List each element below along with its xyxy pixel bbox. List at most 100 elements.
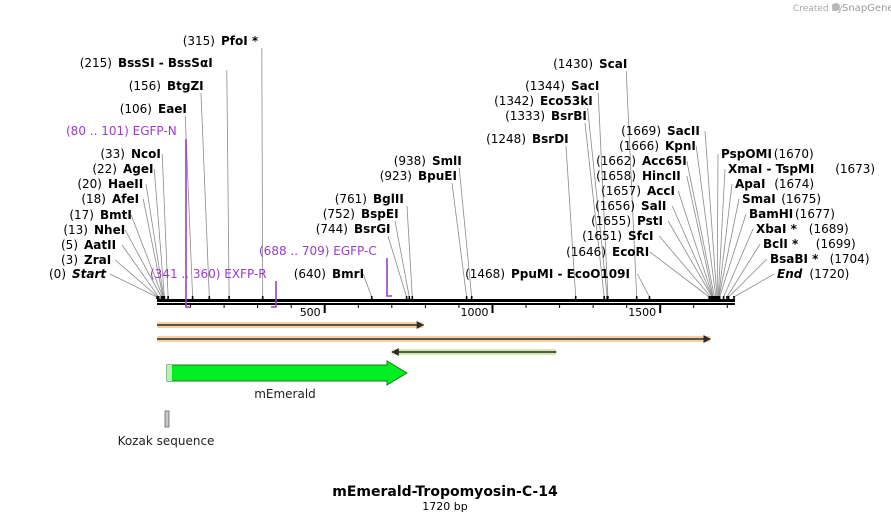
site-position: (752) (323, 207, 355, 221)
site-xbai[interactable]: XbaI *(1689) (756, 222, 849, 236)
cut-site-mark (710, 296, 712, 299)
site-sfci[interactable]: SfcI(1651) (582, 229, 653, 243)
site-name: HaeII (108, 177, 143, 191)
site-bcli[interactable]: BclI *(1699) (763, 237, 856, 251)
leader-line (458, 167, 473, 298)
site-position: (1344) (525, 79, 565, 93)
site-name: Start (72, 267, 107, 281)
leader-line (677, 190, 714, 298)
site-pspomi[interactable]: PspOMI(1670) (721, 147, 814, 161)
site-kpni[interactable]: KpnI (1666) (619, 139, 696, 153)
leader-line (671, 205, 713, 298)
site-haeii[interactable]: HaeII(20) (77, 177, 143, 191)
site-bsssi-bsss-i[interactable]: BssSI - BssSαI(215) (80, 56, 213, 70)
site-name: BsaBI * (770, 252, 819, 266)
site-nhei[interactable]: NheI(13) (63, 223, 125, 237)
leader-line (733, 273, 775, 298)
leader-line (584, 122, 605, 298)
site-acc65i[interactable]: Acc65I(1662) (596, 154, 687, 168)
site-bsrbi[interactable]: BsrBI(1333) (505, 109, 587, 123)
cut-site-mark (713, 296, 716, 299)
leader-line (717, 168, 726, 298)
site-bmri[interactable]: BmrI(640) (294, 267, 364, 281)
site-xmai-tspmi[interactable]: XmaI - TspMI(1673) (728, 162, 875, 176)
site-bspei[interactable]: BspEI(752) (323, 207, 399, 221)
site-position: (3) (61, 253, 78, 267)
site-sacii[interactable]: SacII(1669) (621, 124, 700, 138)
primer-label: (688 .. 709) EGFP-C (259, 244, 377, 258)
site-aatii[interactable]: AatII(5) (61, 238, 116, 252)
site-ncoi[interactable]: NcoI(33) (100, 147, 161, 161)
cut-site-mark (228, 296, 230, 299)
feature-kozak-sequence[interactable]: Kozak sequence (118, 410, 215, 448)
site-name: ApaI (735, 177, 765, 191)
site-name: AatII (84, 238, 116, 252)
site-bsrdi[interactable]: BsrDI(1248) (486, 132, 569, 146)
site-bpuei[interactable]: BpuEI(923) (380, 169, 457, 183)
site-position: (1430) (553, 57, 593, 71)
site-eco53ki[interactable]: Eco53kI(1342) (494, 94, 593, 108)
primer-egfp-n[interactable]: (80 .. 101) EGFP-N (66, 124, 191, 308)
leader-line (723, 228, 754, 298)
site-scai[interactable]: ScaI(1430) (553, 57, 627, 71)
site-psti[interactable]: PstI(1655) (591, 214, 663, 228)
site-position: (1720) (809, 267, 849, 281)
orf-forward-2[interactable] (157, 335, 711, 343)
site-btgzi[interactable]: BtgZI(156) (129, 79, 204, 93)
site-name: KpnI (665, 139, 696, 153)
cut-site-mark (607, 296, 609, 299)
site-bsabi[interactable]: BsaBI *(1704) (770, 252, 870, 266)
site-position: (938) (394, 154, 426, 168)
site-smai[interactable]: SmaI(1675) (742, 192, 821, 206)
site-hincii[interactable]: HincII(1658) (596, 169, 681, 183)
feature-memerald[interactable]: mEmerald (166, 360, 408, 401)
orf-forward-1[interactable] (157, 321, 424, 329)
cut-site-mark (722, 296, 725, 299)
leader-line (161, 153, 169, 298)
leader-line (200, 92, 210, 298)
site-eaei[interactable]: EaeI(106) (120, 102, 187, 116)
site-start[interactable]: Start(0) (49, 267, 107, 281)
cut-site-mark (716, 296, 718, 299)
leader-line (658, 235, 712, 298)
site-name: Acc65I (642, 154, 687, 168)
site-bsrgi[interactable]: BsrGI(744) (316, 222, 391, 236)
site-acci[interactable]: AccI(1657) (601, 184, 675, 198)
leader-line (686, 160, 715, 298)
site-name: BtgZI (167, 79, 204, 93)
site-name: NcoI (131, 147, 161, 161)
site-ecori[interactable]: EcoRI(1646) (566, 245, 649, 259)
leader-line (394, 220, 410, 298)
site-agei[interactable]: AgeI(22) (92, 162, 153, 176)
leader-line (261, 47, 264, 298)
site-smli[interactable]: SmlI(938) (394, 154, 462, 168)
site-zrai[interactable]: ZraI(3) (61, 253, 111, 267)
site-sali[interactable]: SalI(1656) (595, 199, 666, 213)
backbone-bottom-strand (157, 303, 735, 305)
site-position: (1666) (619, 139, 659, 153)
site-position: (1674) (774, 177, 814, 191)
site-pfoi[interactable]: PfoI *(315) (183, 34, 259, 48)
credit-brand: SnapGene (842, 3, 891, 14)
leader-line (142, 198, 164, 298)
site-bamhi[interactable]: BamHI(1677) (749, 207, 835, 221)
site-bmti[interactable]: BmtI(17) (69, 208, 132, 222)
site-bglii[interactable]: BglII(761) (335, 192, 404, 206)
site-apai[interactable]: ApaI (1674) (735, 177, 814, 191)
orf-reverse-3[interactable] (391, 348, 557, 356)
site-position: (1669) (621, 124, 661, 138)
leader-line (587, 107, 608, 298)
cut-site-mark (157, 296, 160, 299)
cut-site-mark (408, 296, 411, 299)
primer-exfp-r[interactable]: (341 .. 360) EXFP-R (150, 267, 277, 308)
site-end[interactable]: End(1720) (777, 267, 849, 281)
ruler-minor-tick (626, 305, 628, 308)
site-name: PspOMI (721, 147, 772, 161)
primer-egfp-c[interactable]: (688 .. 709) EGFP-C (259, 244, 392, 297)
credit-prefix: Created by (793, 4, 843, 14)
site-saci[interactable]: SacI(1344) (525, 79, 599, 93)
snapgene-logo-icon (832, 3, 840, 11)
site-ppumi-ecoo109i[interactable]: PpuMI - EcoO109I(1468) (465, 267, 630, 281)
leader-line (124, 229, 162, 298)
site-afei[interactable]: AfeI(18) (81, 192, 139, 206)
